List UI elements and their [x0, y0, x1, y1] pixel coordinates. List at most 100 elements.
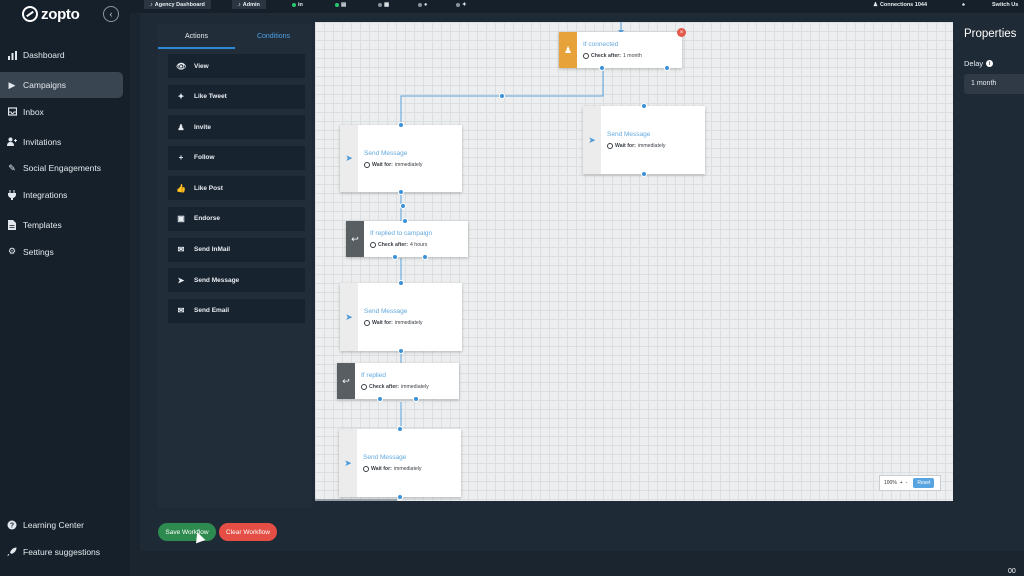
clock-icon: [370, 242, 376, 248]
sidebar-item-integrations[interactable]: Integrations: [0, 182, 130, 208]
group-icon: ♟: [873, 1, 878, 8]
node-port[interactable]: [599, 65, 605, 71]
sidebar-item-label: Inbox: [23, 106, 44, 117]
sidebar-item-label: Settings: [23, 246, 54, 257]
admin-link[interactable]: ♪Admin: [232, 0, 266, 9]
sidebar-item-social-engagements[interactable]: ✎ Social Engagements: [0, 155, 130, 181]
node-port[interactable]: [398, 122, 404, 128]
status-dot: [335, 2, 339, 7]
logo[interactable]: zopto: [22, 4, 80, 24]
delete-node-button[interactable]: ×: [677, 28, 686, 37]
sidebar-item-feature-suggestions[interactable]: Feature suggestions: [0, 539, 130, 565]
play-icon: ▶: [8, 79, 16, 90]
action-invite[interactable]: ♟Invite: [168, 115, 305, 140]
node-if-replied-to-campaign[interactable]: ↩ If replied to campaign Check after:4 h…: [346, 218, 468, 260]
sidebar-item-settings[interactable]: ⚙ Settings: [0, 239, 130, 265]
zoom-level: 100%: [884, 480, 897, 486]
sidebar-item-learning-center[interactable]: ? Learning Center: [0, 512, 130, 538]
agency-dashboard-link[interactable]: ♪Agency Dashboard: [144, 0, 211, 9]
linkedin-icon: in: [298, 1, 303, 8]
node-sub-value: immediately: [637, 143, 666, 149]
switch-user-button[interactable]: Switch Us: [992, 0, 1018, 9]
sidebar-item-label: Templates: [23, 220, 62, 231]
action-label: Send Message: [194, 276, 240, 284]
agency-dashboard-label: Agency Dashboard: [154, 1, 205, 8]
node-port[interactable]: [397, 426, 403, 432]
clear-workflow-button[interactable]: Clear Workflow: [219, 523, 277, 541]
collapse-sidebar-button[interactable]: ‹: [103, 6, 119, 22]
canvas-scrollbar[interactable]: [315, 499, 397, 501]
sidebar-item-dashboard[interactable]: Dashboard: [0, 42, 130, 68]
connector-handle[interactable]: [499, 93, 505, 99]
sidebar-item-label: Invitations: [23, 136, 62, 147]
action-endorse[interactable]: ▣Endorse: [168, 206, 305, 231]
node-sub-value: immediately: [393, 466, 422, 472]
node-port[interactable]: [402, 218, 408, 224]
node-port[interactable]: [398, 189, 404, 195]
zoom-out-button[interactable]: -: [905, 480, 908, 486]
action-like-post[interactable]: 👍Like Post: [168, 176, 305, 201]
node-sub-value: immediately: [400, 384, 429, 390]
twitter-icon: ✦: [462, 1, 467, 8]
node-port[interactable]: [641, 171, 647, 177]
sidebar-item-label: Social Engagements: [23, 163, 101, 174]
sidebar-item-label: Campaigns: [23, 80, 66, 90]
workflow-canvas[interactable]: ♟ If connected Check after:1 month × ➤ S…: [315, 22, 953, 501]
node-port[interactable]: [377, 396, 383, 402]
action-label: Like Tweet: [194, 93, 227, 101]
connector-handle[interactable]: [400, 203, 406, 209]
chart-icon: [7, 50, 17, 60]
tab-conditions[interactable]: Conditions: [256, 33, 291, 40]
action-follow[interactable]: +Follow: [168, 145, 305, 170]
action-send-email[interactable]: ✉ Send Email: [168, 298, 305, 323]
node-send-message[interactable]: ➤ Send Message Wait for:immediately: [340, 280, 462, 354]
eye-icon: 👁: [176, 61, 187, 71]
info-icon[interactable]: i: [986, 60, 994, 67]
save-workflow-button[interactable]: Save Workflow: [158, 523, 216, 541]
envelope-icon: ✉: [177, 306, 185, 316]
rocket-icon: [7, 547, 17, 557]
zoom-reset-button[interactable]: Reset: [913, 478, 935, 488]
facebook-icon: ●: [424, 1, 428, 8]
sidebar-item-campaigns[interactable]: ▶ Campaigns: [0, 72, 123, 98]
node-port[interactable]: [398, 280, 404, 286]
node-if-connected[interactable]: ♟ If connected Check after:1 month ×: [559, 28, 686, 71]
twitter-status[interactable]: ✦: [456, 0, 467, 9]
node-if-replied[interactable]: ↩ If replied Check after:immediately: [337, 363, 459, 402]
linkedin-status[interactable]: in: [292, 0, 303, 9]
node-port[interactable]: [664, 65, 670, 71]
action-like-tweet[interactable]: ✦Like Tweet: [168, 84, 305, 109]
sidebar-item-inbox[interactable]: Inbox: [0, 99, 130, 125]
action-label: Send Email: [194, 307, 230, 315]
node-subtitle: Check after:4 hours: [370, 242, 427, 248]
action-send-message[interactable]: ➤Send Message: [168, 268, 305, 293]
edit-icon: ✎: [8, 162, 16, 173]
node-port[interactable]: [641, 103, 647, 109]
zoom-in-button[interactable]: +: [899, 480, 903, 486]
action-send-inmail[interactable]: ✉Send InMail: [168, 237, 305, 262]
node-send-message[interactable]: ➤ Send Message Wait for:immediately: [339, 426, 461, 500]
sidebar-item-invitations[interactable]: Invitations: [0, 129, 130, 155]
notifications-button[interactable]: ♠: [962, 0, 965, 9]
tab-actions[interactable]: Actions: [158, 24, 235, 49]
facebook-status[interactable]: ●: [418, 0, 427, 9]
node-port[interactable]: [392, 254, 398, 260]
action-view[interactable]: 👁View: [168, 54, 305, 78]
sidebar-item-templates[interactable]: Templates: [0, 212, 130, 238]
node-send-message[interactable]: ➤ Send Message Wait for:immediately: [340, 122, 462, 195]
node-title: Send Message: [364, 308, 408, 315]
node-subtitle: Wait for:immediately: [363, 466, 422, 472]
properties-title: Properties: [964, 28, 1017, 40]
node-port[interactable]: [422, 254, 428, 260]
node-port[interactable]: [398, 348, 404, 354]
node-send-message[interactable]: ➤ Send Message Wait for:immediately: [583, 103, 705, 177]
node-port[interactable]: [413, 396, 419, 402]
zoom-control: 100% + - Reset: [879, 475, 941, 491]
clock-icon: [364, 320, 370, 326]
document-status[interactable]: ▤: [335, 0, 346, 9]
logo-text: zopto: [41, 5, 80, 23]
node-sub-value: 1 month: [622, 53, 642, 59]
node-port[interactable]: [397, 494, 403, 500]
delay-select[interactable]: 1 month: [964, 74, 1024, 94]
app-status[interactable]: ▦: [378, 0, 389, 9]
